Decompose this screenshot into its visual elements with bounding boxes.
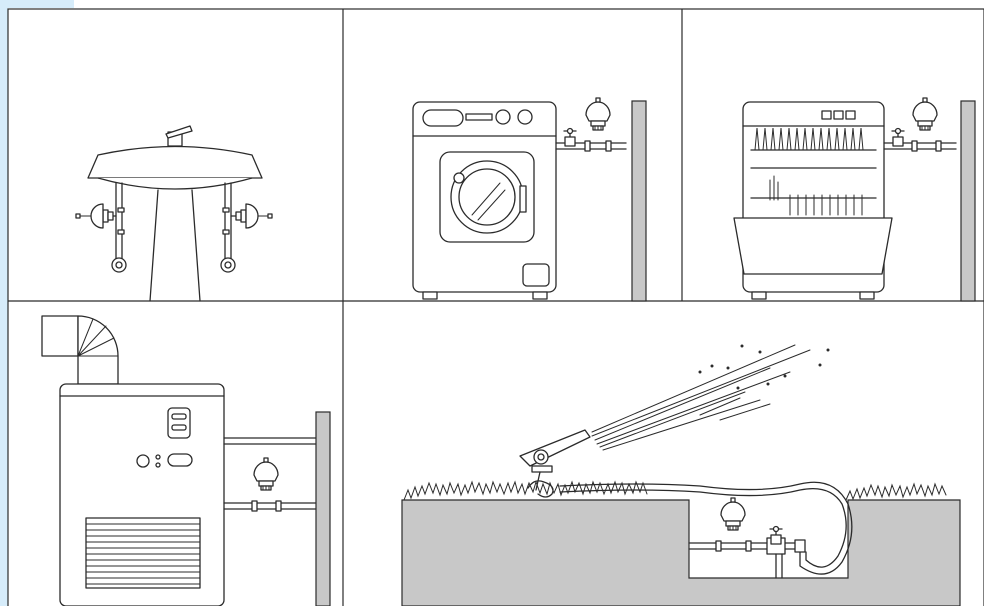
right-supply-pipe [221,183,235,272]
boiler-supply [224,438,316,511]
washing-machine-supply [556,98,626,151]
panel-washbasin [76,126,272,301]
washbasin-pedestal [150,190,200,301]
washbasin-bowl [88,147,262,190]
mixer-tap-icon [166,126,192,146]
wall-section [632,101,646,301]
left-supply-pipe [112,183,126,272]
left-arrestor-icon [76,204,116,228]
pit-supply [689,498,805,578]
ground-section [402,500,960,606]
panel-boiler [42,316,330,606]
flue-elbow [42,316,118,384]
dishwasher-supply [884,98,956,151]
wall-section [961,101,975,301]
dishwasher-body [734,102,892,299]
boiler-body [60,384,224,606]
wall-section [316,412,330,606]
washing-machine-body [413,102,556,299]
right-arrestor-icon [231,204,272,228]
water-spray [592,345,830,451]
panel-garden-sprinkler [402,345,960,606]
panel-washing-machine [413,98,646,301]
panel-dishwasher [734,98,975,301]
